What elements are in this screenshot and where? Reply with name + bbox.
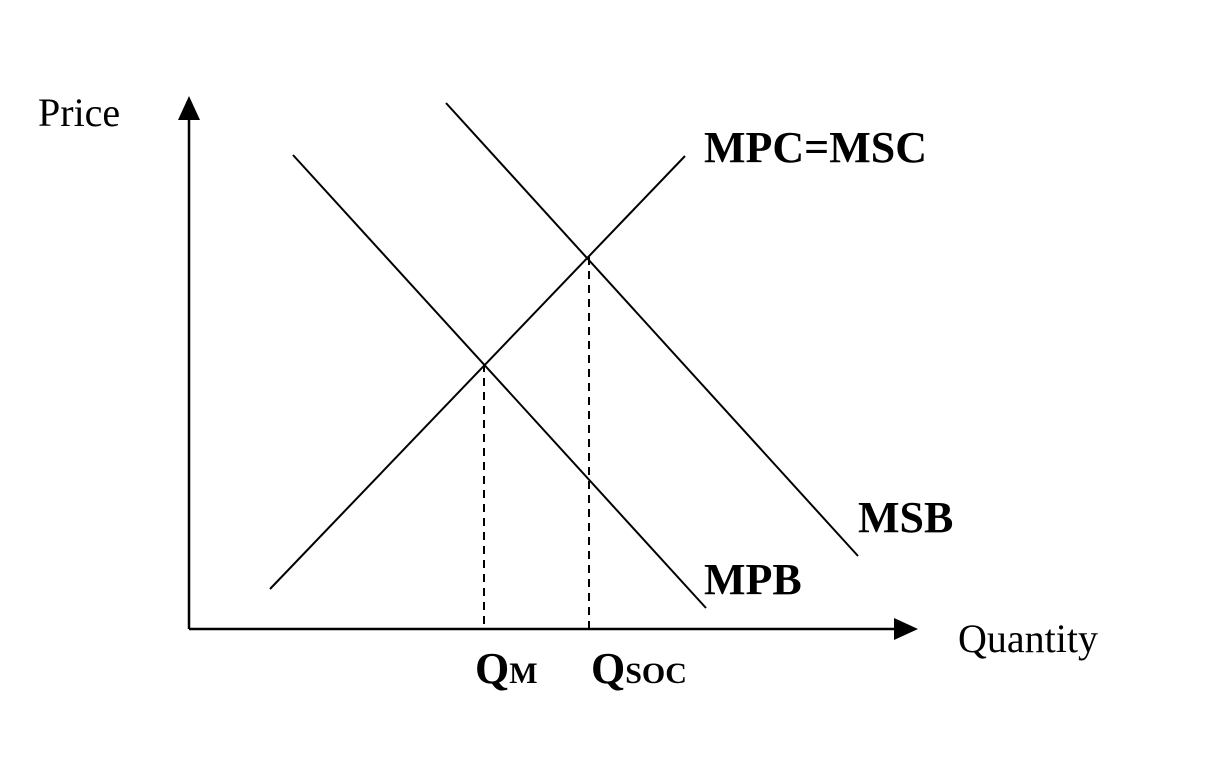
mpb-curve <box>292 154 707 609</box>
y-axis-label: Price <box>38 90 120 135</box>
qsoc-label-sub: SOC <box>625 657 687 690</box>
qsoc-label: QSOC <box>591 644 687 693</box>
x-axis-arrowhead <box>894 618 918 640</box>
msb-label: MSB <box>858 493 953 542</box>
mpc-msc-label: MPC=MSC <box>704 123 927 172</box>
mpb-label: MPB <box>704 555 802 604</box>
x-axis-label: Quantity <box>958 616 1098 661</box>
qm-label: QM <box>475 644 538 693</box>
qsoc-label-main: Q <box>591 644 625 693</box>
msb-curve <box>445 102 859 557</box>
qm-label-sub: M <box>509 657 537 690</box>
mpc-msc-curve <box>269 155 686 590</box>
qm-label-main: Q <box>475 644 509 693</box>
y-axis-arrowhead <box>178 96 200 120</box>
